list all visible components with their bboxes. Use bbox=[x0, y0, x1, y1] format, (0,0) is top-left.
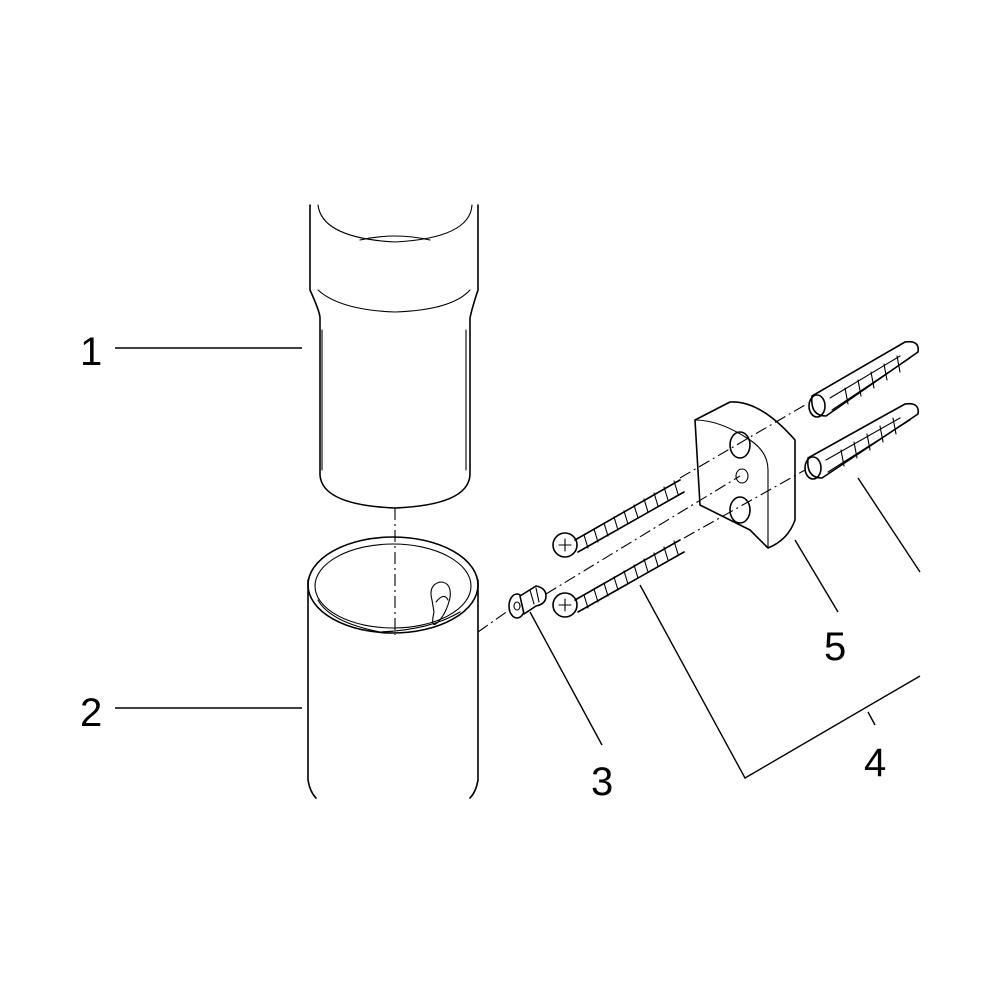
callout-1: 1 bbox=[80, 330, 102, 374]
leader-line-4-stem bbox=[867, 711, 876, 726]
part-4-wall-screw-lower bbox=[552, 539, 685, 618]
callout-4: 4 bbox=[864, 741, 886, 785]
part-1-glass-insert bbox=[309, 204, 479, 509]
callout-2: 2 bbox=[80, 691, 102, 735]
callout-3: 3 bbox=[591, 760, 613, 804]
wall-plug-upper bbox=[808, 340, 920, 418]
leader-line-3 bbox=[529, 611, 603, 746]
axis-line-mid bbox=[545, 475, 741, 595]
leader-line-plug bbox=[857, 477, 921, 573]
leader-line-4 bbox=[639, 584, 921, 779]
part-3-set-screw bbox=[508, 585, 547, 619]
axis-line-set-screw bbox=[477, 607, 513, 633]
part-2-holder-cup bbox=[307, 536, 479, 799]
axis-line-upper bbox=[679, 404, 806, 479]
axis-line-lower bbox=[683, 469, 806, 539]
wall-plug-lower bbox=[804, 402, 920, 480]
callout-5: 5 bbox=[824, 625, 846, 669]
part-5-wall-bracket bbox=[694, 401, 796, 549]
part-4-wall-screw-upper bbox=[552, 479, 685, 558]
leader-line-5 bbox=[794, 539, 839, 613]
